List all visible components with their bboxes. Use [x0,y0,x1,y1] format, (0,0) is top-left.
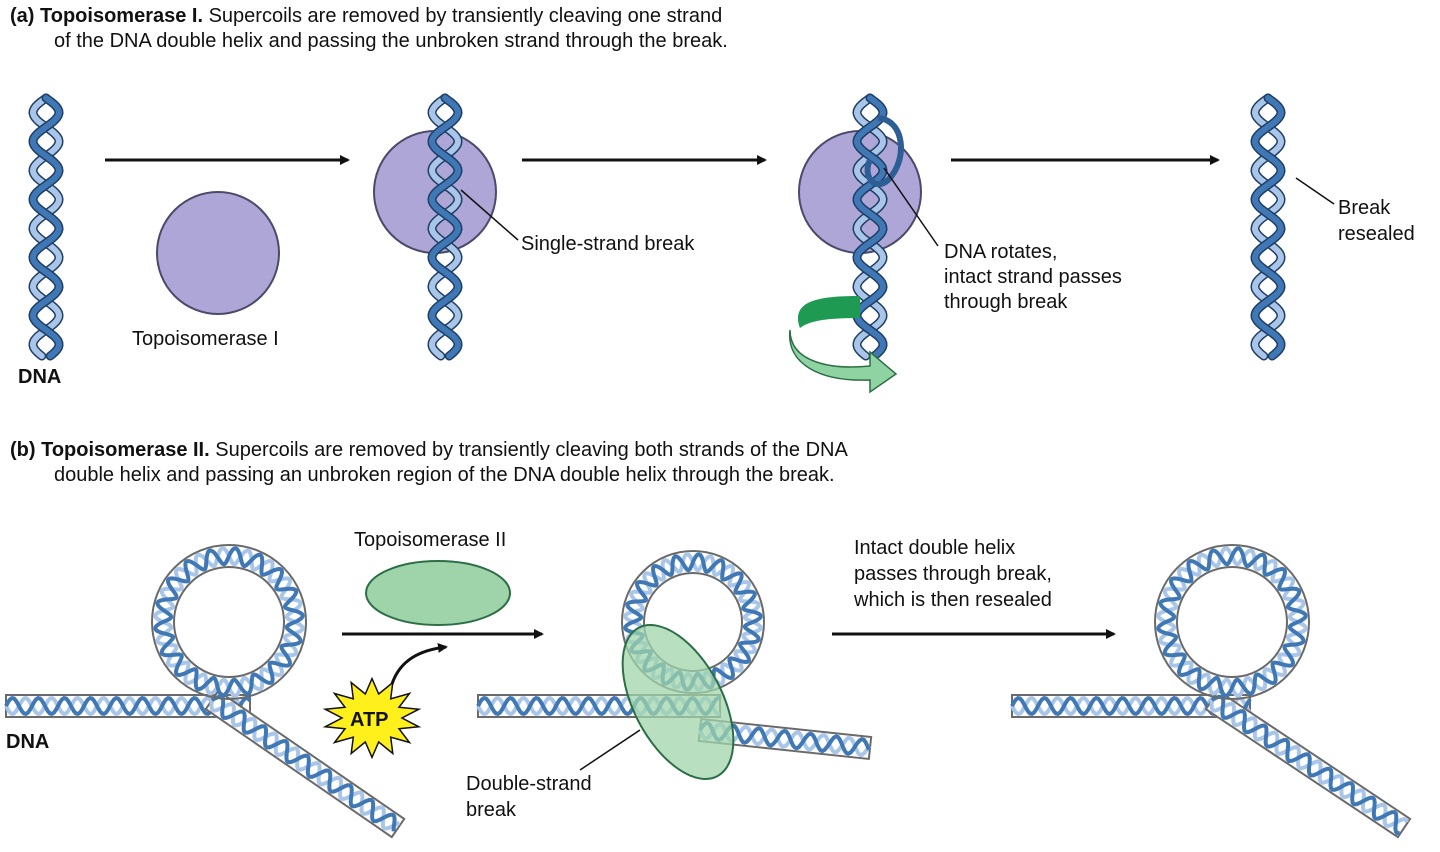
label-dna-a: DNA [18,366,61,388]
caption-a-line2: of the DNA double helix and passing the … [54,30,728,52]
label-intact-2: passes through break, [854,563,1052,585]
leader-single-strand-break [460,189,519,241]
atp-burst-icon [322,676,422,760]
label-dna-b: DNA [6,731,49,753]
label-topoisomerase-2: Topoisomerase II [354,529,506,551]
helix-strand [428,95,462,359]
leader-break-resealed [1295,177,1335,205]
dna-helix-before [28,93,64,361]
dna-ring-outer [151,544,307,700]
leader-double-strand-break [579,729,641,771]
dna-helix-bound [427,93,463,361]
helix-strand [428,95,462,359]
dna-tube-strand [4,695,252,717]
caption-a-line1: Supercoils are removed by transiently cl… [208,5,723,27]
dna-tube-strand [209,699,401,831]
atp-curved-arrow [390,642,448,685]
dna-tube-strand [1211,694,1400,836]
topoisomerase-2-enzyme [365,560,511,626]
label-atp: ATP [350,709,389,731]
dna-tube-strand [211,694,397,832]
caption-a-title: Topoisomerase I. [40,5,204,27]
helix-strand [29,95,63,359]
label-break-resealed-2: resealed [1338,223,1415,245]
label-dna-rotates-1: DNA rotates, [944,241,1057,263]
caption-panel-a: (a) Topoisomerase I. Supercoils are remo… [10,4,728,54]
dna-loop-supercoiled [4,544,406,839]
dna-ring-strand [1156,546,1308,698]
passing-strand [864,115,904,188]
dna-ring-inner [173,566,285,678]
caption-b-label: (b) [10,439,36,461]
label-double-strand-2: break [466,799,517,821]
leader-dna-rotates [883,167,939,247]
dna-ring-outer [1154,544,1310,700]
helix-strand [1251,95,1285,359]
caption-panel-b: (b) Topoisomerase II. Supercoils are rem… [10,438,848,488]
rotation-arrow-back [798,296,860,328]
label-intact-3: which is then resealed [853,589,1052,611]
dna-tube-strand [4,695,252,717]
dna-helix-resealed [1250,93,1286,361]
helix-strand [853,95,887,359]
label-single-strand-break: Single-strand break [521,233,695,255]
dna-ring-strand [153,546,305,698]
helix-strand [1251,95,1285,359]
label-double-strand-1: Double-strand [466,773,592,795]
label-break-resealed-1: Break [1338,197,1391,219]
caption-a-label: (a) [10,5,35,27]
label-dna-rotates-2: intact strand passes [944,266,1122,288]
label-dna-rotates-3: through break [944,291,1068,313]
label-topoisomerase-1: Topoisomerase I [132,328,279,350]
dna-ring-strand [623,552,763,692]
rotation-arrow-front [789,329,898,394]
dna-loop-relaxed [1010,544,1412,839]
topoisomerase-2-bound [621,624,735,780]
caption-b-line2: double helix and passing an unbroken reg… [54,464,835,486]
caption-b-title: Topoisomerase II. [41,439,210,461]
dna-ring-inner [1176,566,1288,678]
topoisomerase-1-enzyme [156,191,280,315]
caption-b-line1: Supercoils are removed by transiently cl… [215,439,848,461]
helix-strand [29,95,63,359]
label-intact-1: Intact double helix [854,537,1015,559]
